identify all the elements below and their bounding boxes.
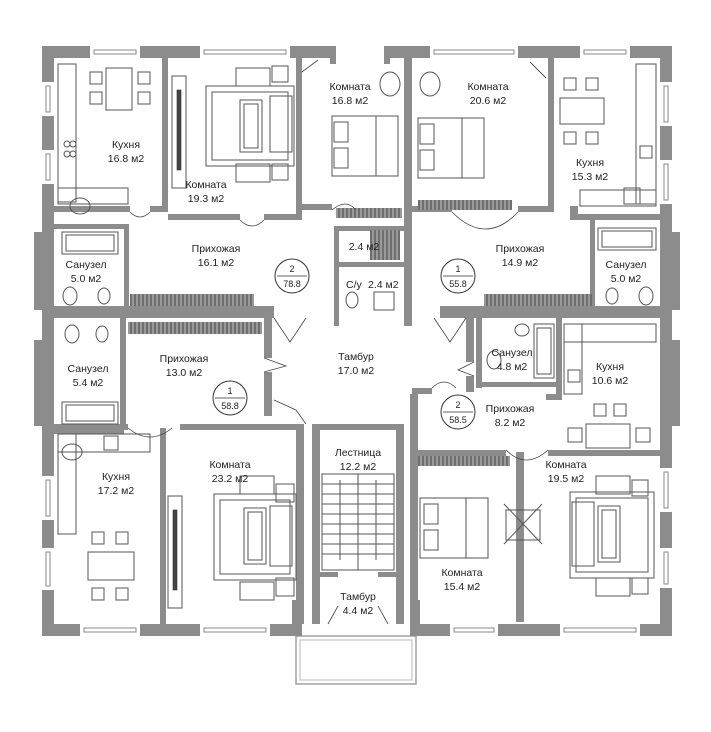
room-tl-set xyxy=(171,65,295,189)
room-bl-set xyxy=(167,475,297,609)
room-area-komnata-tc1: 16.8 м2 xyxy=(332,95,369,107)
unit-area-bl: 58.8 xyxy=(221,401,239,411)
room-area-prihozh-r2: 8.2 м2 xyxy=(495,417,526,429)
unit-markers: 2 78.8 1 55.8 1 58.8 2 58.5 xyxy=(212,258,476,430)
unit-marker-tr: 1 55.8 xyxy=(440,258,476,294)
unit-area-br: 58.5 xyxy=(449,415,467,425)
room-name-prihozh-l1: Прихожая xyxy=(192,243,241,255)
unit-number-bl: 1 xyxy=(227,386,232,396)
room-name-prihozh-r2: Прихожая xyxy=(486,403,535,415)
room-area-kladovka: 2.4 м2 xyxy=(349,241,380,253)
room-name-komnata-tc2: Комната xyxy=(467,81,508,93)
room-name-sanuzel-l2: Санузел xyxy=(68,363,109,375)
bath-br xyxy=(486,323,555,379)
room-area-sanuzel-l2: 5.4 м2 xyxy=(73,377,104,389)
room-area-komnata-bl: 23.2 м2 xyxy=(212,473,249,485)
kitchen-tr-set xyxy=(559,63,657,207)
room-name-prihozh-l2: Прихожая xyxy=(160,353,209,365)
room-area-kuhnya-bl: 17.2 м2 xyxy=(98,485,135,497)
room-name-prihozh-r1: Прихожая xyxy=(496,243,545,255)
room-name-kuhnya-bl: Кухня xyxy=(102,471,130,483)
room-area-kuhnya-tr: 15.3 м2 xyxy=(572,171,609,183)
room-name-komnata-bc: Комната xyxy=(441,567,482,579)
room-area-sanuzel-r2: 4.8 м2 xyxy=(497,361,528,373)
room-tc2-bed xyxy=(417,61,547,179)
bath-bl xyxy=(61,324,119,425)
room-tc1-bed xyxy=(301,59,401,177)
room-area-sanuzel-r1: 5.0 м2 xyxy=(611,273,642,285)
room-area-komnata-bc: 15.4 м2 xyxy=(444,581,481,593)
room-name-lestnica: Лестница xyxy=(335,447,381,459)
door-swings xyxy=(127,203,549,461)
room-area-komnata-tl: 19.3 м2 xyxy=(188,193,225,205)
room-area-lestnica: 12.2 м2 xyxy=(340,461,377,473)
room-name-komnata-tl: Комната xyxy=(185,179,226,191)
room-area-prihozh-r1: 14.9 м2 xyxy=(502,257,539,269)
room-name-tambur-c: Тамбур xyxy=(338,351,374,363)
staircase xyxy=(321,473,395,571)
unit-area-tl: 78.8 xyxy=(283,279,301,289)
bath-tl xyxy=(61,231,119,306)
bath-tr xyxy=(597,227,657,306)
room-bc-bed xyxy=(419,497,543,559)
outer-walls xyxy=(34,46,680,636)
furniture xyxy=(57,59,657,609)
room-labels: Кухня 16.8 м2 Комната 19.3 м2 Комната 16… xyxy=(66,81,647,617)
room-area-tambur-b: 4.4 м2 xyxy=(343,605,374,617)
unit-area-tr: 55.8 xyxy=(449,279,467,289)
hatched-partitions xyxy=(128,200,592,466)
unit-number-br: 2 xyxy=(455,400,460,410)
room-name-kuhnya-r2: Кухня xyxy=(596,361,624,373)
room-area-prihozh-l2: 13.0 м2 xyxy=(166,367,203,379)
room-name-komnata-bl: Комната xyxy=(209,459,250,471)
unit-marker-br: 2 58.5 xyxy=(440,394,476,430)
room-name-kuhnya-tr: Кухня xyxy=(576,157,604,169)
unit-number-tr: 1 xyxy=(455,264,460,274)
room-name-su: С/у xyxy=(346,279,363,291)
room-area-prihozh-l1: 16.1 м2 xyxy=(198,257,235,269)
room-area-komnata-tc2: 20.6 м2 xyxy=(470,95,507,107)
room-name-komnata-br: Комната xyxy=(545,459,586,471)
unit-number-tl: 2 xyxy=(289,264,294,274)
room-area-komnata-br: 19.5 м2 xyxy=(548,473,585,485)
kitchen-br-set xyxy=(563,323,657,449)
unit-marker-bl: 1 58.8 xyxy=(212,380,248,416)
unit-marker-tl: 2 78.8 xyxy=(274,258,310,294)
interior-walls xyxy=(42,58,672,624)
room-name-sanuzel-r1: Санузел xyxy=(606,259,647,271)
room-name-komnata-tc1: Комната xyxy=(329,81,370,93)
kitchen-bl-set xyxy=(57,433,151,601)
room-area-su: 2.4 м2 xyxy=(368,279,399,291)
room-area-kuhnya-r2: 10.6 м2 xyxy=(592,375,629,387)
room-area-sanuzel-l1: 5.0 м2 xyxy=(71,273,102,285)
room-area-tambur-c: 17.0 м2 xyxy=(338,365,375,377)
kitchen-tl-set xyxy=(57,63,151,215)
room-name-tambur-b: Тамбур xyxy=(340,591,376,603)
room-name-kuhnya-tl: Кухня xyxy=(112,139,140,151)
room-name-sanuzel-l1: Санузел xyxy=(66,259,107,271)
room-br-set xyxy=(569,475,655,597)
room-area-kuhnya-tl: 16.8 м2 xyxy=(108,153,145,165)
su-fixtures xyxy=(345,291,395,311)
room-name-sanuzel-r2: Санузел xyxy=(492,347,533,359)
